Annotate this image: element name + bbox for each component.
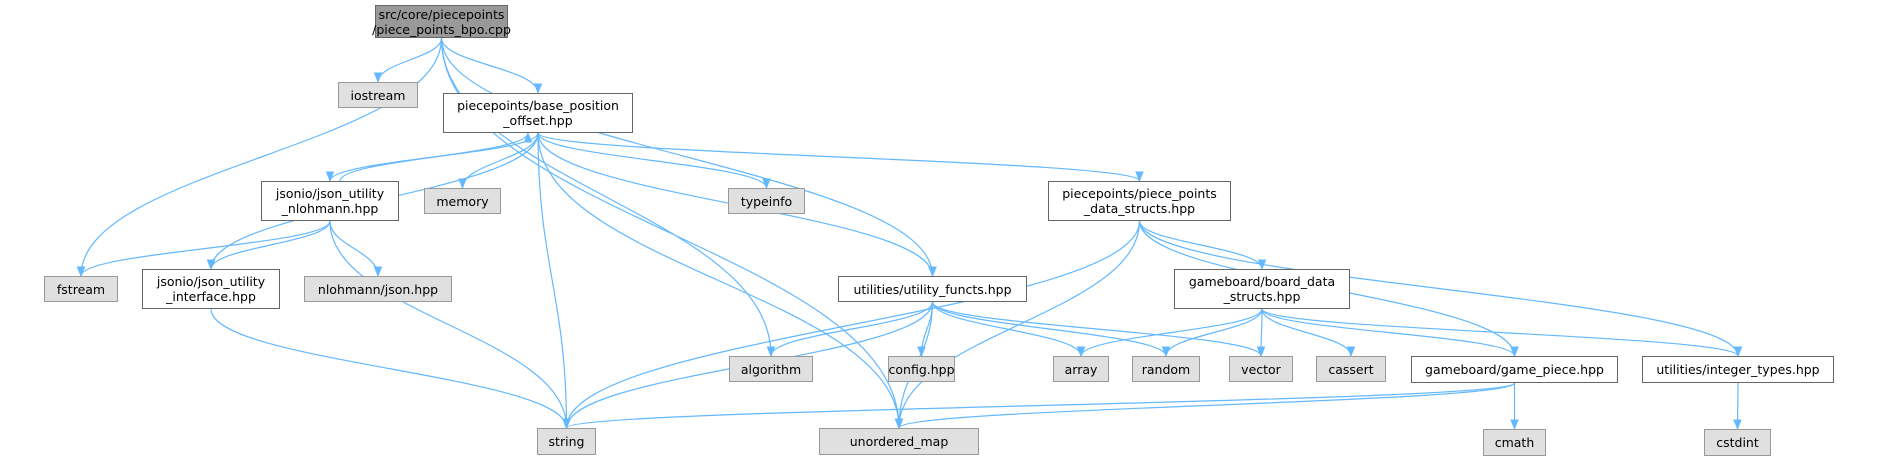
node-json-utility-interface[interactable]: jsonio/json_utility _interface.hpp	[142, 269, 280, 309]
node-typeinfo: typeinfo	[728, 188, 805, 214]
node-cassert: cassert	[1316, 356, 1386, 382]
edge-bds-to-gp	[1261, 308, 1519, 358]
node-base-position-offset[interactable]: piecepoints/base_position _offset.hpp	[443, 93, 633, 133]
edge-bds-to-it	[1261, 308, 1743, 358]
edge-it-to-cstdint	[1733, 382, 1742, 431]
node-game-piece[interactable]: gameboard/game_piece.hpp	[1411, 356, 1618, 383]
edge-ppds-to-bds	[1138, 220, 1267, 271]
node-nlohmann-json: nlohmann/json.hpp	[304, 276, 452, 302]
node-array: array	[1053, 356, 1109, 382]
node-piece-points-data-structs[interactable]: piecepoints/piece_points _data_structs.h…	[1048, 181, 1231, 221]
edge-gp-to-string	[562, 382, 1516, 430]
node-json-utility-nlohmann[interactable]: jsonio/json_utility _nlohmann.hpp	[261, 181, 399, 221]
edge-root-to-fstream	[76, 37, 443, 278]
edge-bds-to-vector	[1256, 308, 1266, 358]
node-vector: vector	[1229, 356, 1293, 382]
edge-gp-to-umap	[894, 382, 1516, 430]
edge-jsonnl-to-fstream	[76, 220, 331, 278]
edge-bpo-to-string	[537, 132, 571, 430]
edge-root-to-bpo	[440, 37, 543, 95]
edge-uf-to-algorithm	[766, 301, 934, 358]
edge-uf-to-vector	[931, 301, 1266, 358]
node-memory: memory	[424, 188, 501, 214]
edge-ppds-to-it	[1138, 220, 1743, 358]
node-iostream: iostream	[338, 82, 418, 108]
edge-bpo-to-umap	[537, 132, 904, 430]
edge-bpo-to-memory	[458, 132, 539, 190]
node-random: random	[1132, 356, 1200, 382]
node-fstream: fstream	[44, 276, 118, 302]
edge-uf-to-random	[931, 301, 1171, 358]
node-board-data-structs[interactable]: gameboard/board_data _structs.hpp	[1174, 269, 1350, 309]
node-integer-types[interactable]: utilities/integer_types.hpp	[1642, 356, 1834, 383]
edge-root-to-algorithm	[440, 37, 776, 358]
node-algorithm: algorithm	[729, 356, 813, 382]
node-cmath: cmath	[1483, 429, 1546, 456]
edge-jsonnl-to-bpo	[339, 131, 533, 182]
edge-root-to-iostream	[373, 37, 443, 84]
edge-jsonnl-to-nljson	[329, 220, 383, 278]
node-config: config.hpp	[888, 356, 955, 382]
edge-jsonif-to-string	[210, 308, 571, 430]
node-root-file[interactable]: src/core/piecepoints /piece_points_bpo.c…	[372, 5, 511, 38]
edge-ppds-to-string	[562, 220, 1141, 430]
edge-bpo-to-ppds	[537, 132, 1144, 183]
edge-jsonnl-to-string	[329, 220, 571, 430]
node-cstdint: cstdint	[1704, 429, 1771, 456]
node-string: string	[537, 428, 596, 455]
edge-jsonnl-to-jsonif	[206, 220, 331, 271]
edge-root-to-uf	[440, 37, 937, 278]
edge-bds-to-random	[1161, 308, 1263, 358]
node-unordered-map: unordered_map	[819, 428, 979, 455]
edge-bds-to-cassert	[1261, 308, 1356, 358]
edge-uf-to-array	[931, 301, 1086, 358]
edge-bpo-to-typeinfo	[537, 132, 771, 190]
node-utility-functs[interactable]: utilities/utility_functs.hpp	[838, 276, 1027, 302]
edge-bds-to-array	[1076, 308, 1263, 358]
